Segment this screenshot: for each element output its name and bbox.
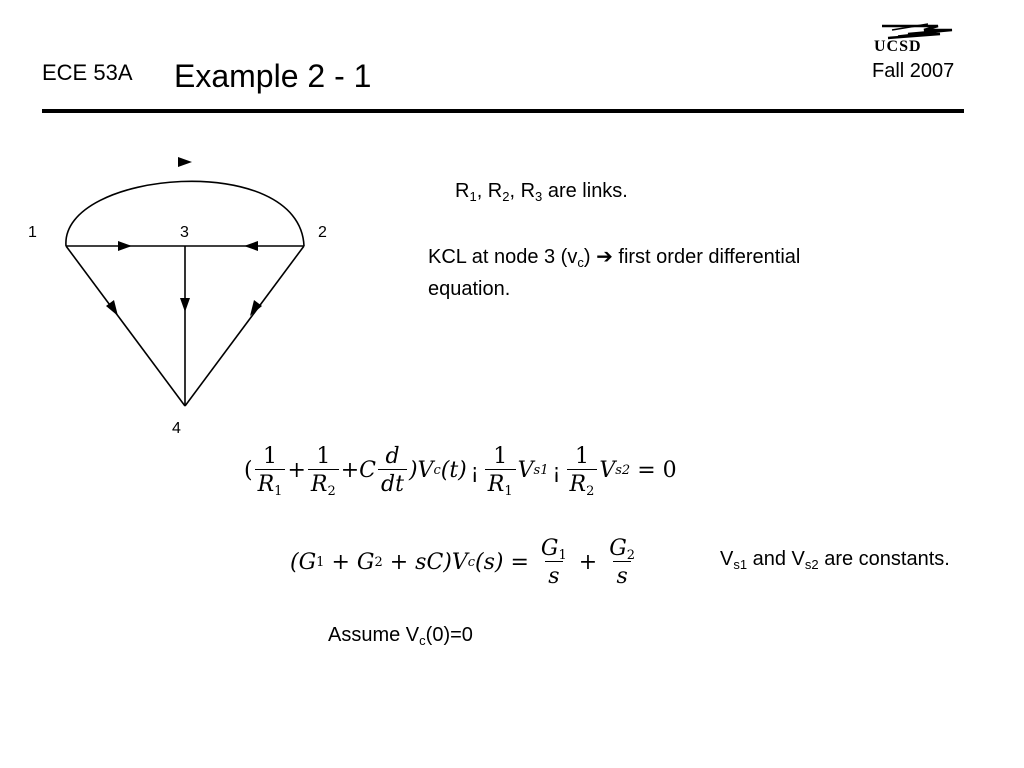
term-label: Fall 2007 [872,60,955,82]
arrow-icon [118,241,132,251]
node-label-2: 2 [318,224,327,241]
course-code: ECE 53A [42,60,133,85]
kcl-note: KCL at node 3 (vc) ➔ first order differe… [428,244,801,300]
header-rule [42,109,964,113]
right-arrow-icon: ➔ [596,244,613,268]
node-label-3: 3 [180,224,189,241]
circuit-graph: 1 2 3 4 [28,157,327,437]
node-label-4: 4 [172,420,181,437]
links-note: R1, R2, R3 are links. [455,180,628,204]
slide-title: Example 2 - 1 [174,58,372,94]
edge-2-4 [184,245,305,407]
arrow-icon [178,157,192,167]
constants-note: Vs1 and Vs2 are constants. [720,548,950,572]
logo-wordmark: UCSD [874,38,922,55]
arrow-icon [180,298,190,312]
arrow-icon [244,241,258,251]
top-arc-edge [65,180,305,247]
assumption-note: Assume Vc(0)=0 [328,624,473,648]
ucsd-logo [882,23,953,40]
node-label-1: 1 [28,224,37,241]
arrow-icon [250,300,262,316]
arrow-icon [106,300,118,316]
edge-1-4 [65,245,186,407]
